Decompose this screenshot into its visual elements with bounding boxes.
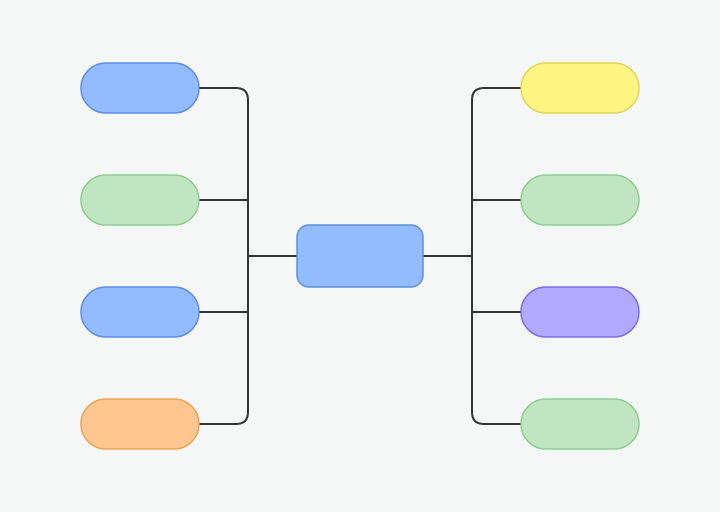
nodes [80,62,640,450]
right-trunk-connector [471,87,521,425]
right-node-3[interactable] [520,286,640,338]
right-node-4[interactable] [520,398,640,450]
left-node-4-shape [80,398,200,450]
left-node-3[interactable] [80,286,200,338]
left-trunk-connector [199,87,249,425]
right-node-1-shape [520,62,640,114]
right-node-1[interactable] [520,62,640,114]
right-node-2[interactable] [520,174,640,226]
center-node[interactable] [296,224,424,288]
left-node-1-shape [80,62,200,114]
left-node-3-shape [80,286,200,338]
center-node-shape [296,224,424,288]
connectors [199,87,521,425]
right-node-3-shape [520,286,640,338]
left-node-4[interactable] [80,398,200,450]
left-node-2-shape [80,174,200,226]
right-node-2-shape [520,174,640,226]
right-node-4-shape [520,398,640,450]
left-node-2[interactable] [80,174,200,226]
left-node-1[interactable] [80,62,200,114]
